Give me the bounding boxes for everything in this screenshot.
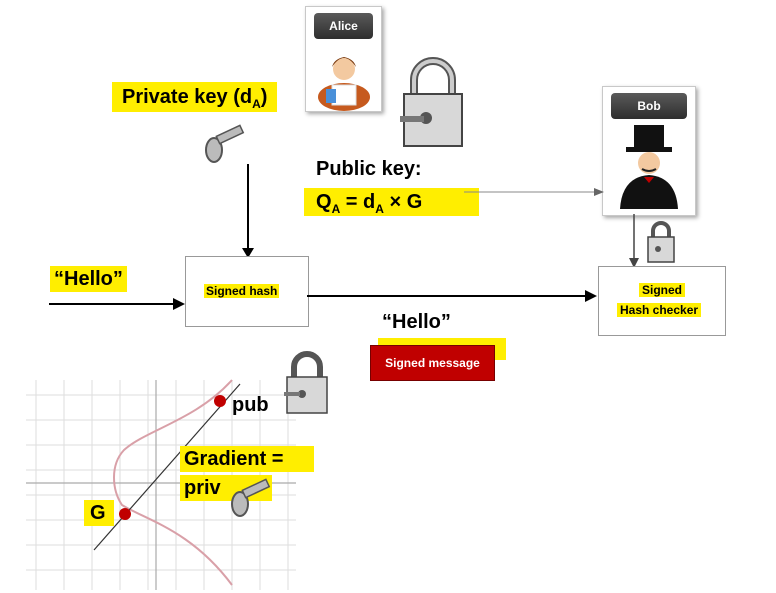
alice-label: Alice — [314, 13, 373, 39]
hash-checker-line1: Signed — [639, 283, 686, 297]
signed-hash-arrow — [307, 290, 597, 302]
signed-hash-label: Signed hash — [204, 284, 280, 298]
signed-message-label: Signed message — [385, 356, 480, 370]
private-key-arrow — [242, 164, 254, 258]
bob-card: Bob — [602, 86, 696, 216]
bob-checker-arrow — [629, 214, 639, 268]
public-key-formula: QA = dA × G — [304, 188, 479, 216]
hash-checker-line2: Hash checker — [617, 303, 702, 317]
pub-point — [214, 395, 226, 407]
lock-icon — [400, 57, 463, 147]
hello-input-label: “Hello” — [50, 266, 127, 292]
hello-input-arrow — [49, 298, 185, 310]
private-key-label: Private key (dA) — [112, 82, 278, 112]
pub-label: pub — [232, 394, 269, 416]
bob-lock-icon — [647, 221, 675, 263]
priv-key-icon — [231, 478, 271, 517]
g-point — [119, 508, 131, 520]
gradient-label-line1: Gradient = — [180, 446, 314, 472]
key-icon — [205, 124, 245, 163]
bob-avatar-icon — [620, 125, 678, 209]
hash-checker-box: Signed Hash checker — [598, 266, 726, 336]
curve-path — [113, 379, 233, 586]
alice-card: Alice — [305, 6, 382, 112]
public-key-heading: Public key: — [316, 158, 422, 180]
alice-avatar-icon — [318, 57, 370, 111]
signed-hash-box: Signed hash — [185, 256, 309, 327]
g-label: G — [84, 500, 114, 526]
tangent-line — [93, 383, 241, 551]
bob-label: Bob — [611, 93, 687, 119]
public-key-arrow — [464, 188, 604, 196]
hello-sent-label: “Hello” — [382, 311, 451, 333]
pub-lock-icon — [284, 351, 328, 414]
signed-message-box: Signed message — [370, 345, 495, 381]
